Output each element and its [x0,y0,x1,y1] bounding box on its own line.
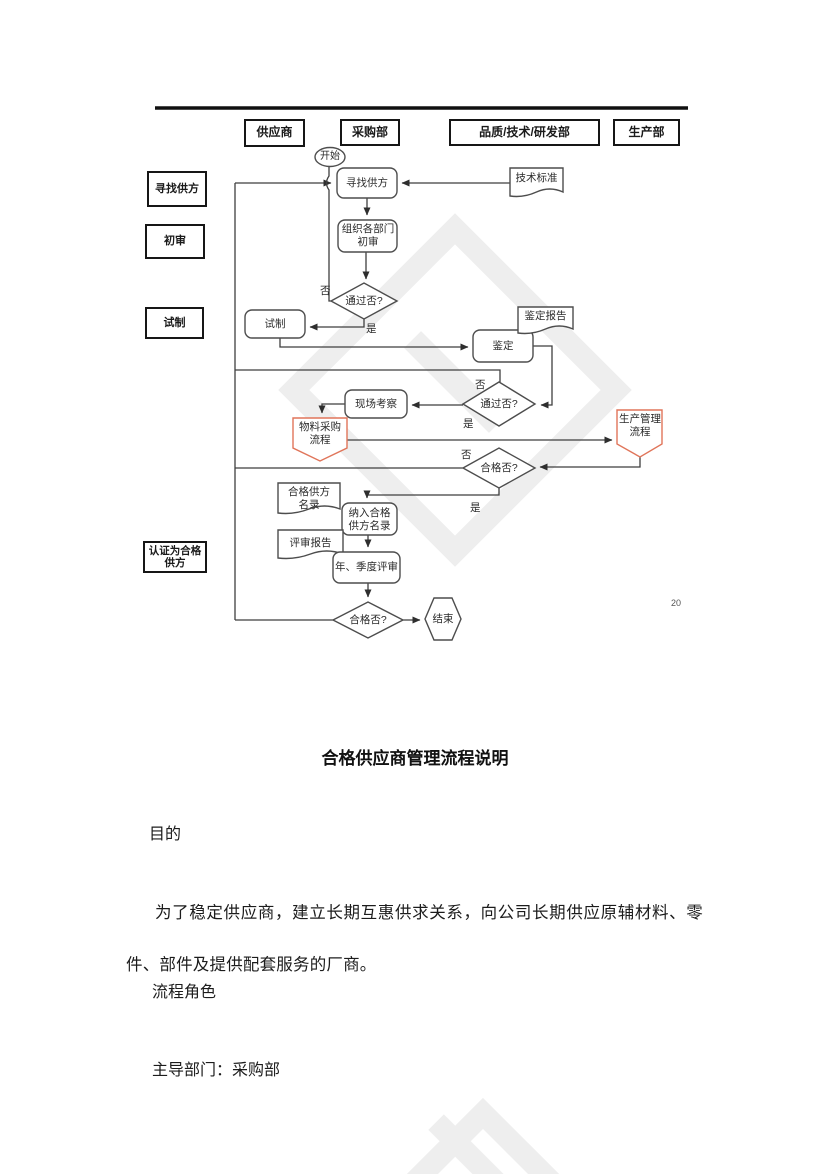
roles-heading: 流程角色 [152,984,217,1001]
branch-no-q1: 否 [320,285,331,297]
edge-q3-yes-to-list [363,487,500,499]
branch-yes-q3: 是 [470,502,481,514]
annual-review-box [332,551,401,584]
stage-certified-label: 认证为合格供方 [148,544,202,569]
lane-header-purchasing-label: 采购部 [351,124,388,139]
node-add-to-list-label: 纳入合格供方名录 [348,507,391,532]
branch-yes-q2: 是 [463,418,474,430]
node-review-report-label: 评审报告 [289,536,332,549]
flowchart-canvas [155,106,688,641]
edge-production-to-q3 [539,456,641,471]
stage-trial: 试制 [145,307,204,339]
edge-no1-return [325,166,331,302]
tech-standard-doc [509,167,564,198]
edge-appraisal-to-q2 [533,345,553,409]
node-start-label: 开始 [320,151,340,162]
node-shapes [244,146,663,641]
flowchart: 供应商 采购部 品质/技术/研发部 生产部 寻找供方 初审 试制 认证为合格供方… [143,106,688,641]
trial-box [244,309,306,339]
purpose-heading: 目的 [149,826,182,843]
edge-q2-no-return [235,369,501,382]
node-tech-standard-label: 技术标准 [515,171,558,184]
node-org-review-label: 组织各部门初审 [341,223,395,248]
node-find-supplier-label: 寻找供方 [346,176,388,189]
qualified-q2-diamond [331,601,405,639]
start-ellipse [314,146,346,168]
appraisal-box [472,329,534,363]
node-trial-label: 试制 [264,317,286,330]
qualified-q1-diamond [461,447,537,489]
stage-initial-review-label: 初审 [164,235,186,248]
node-material-purchase-label: 物料采购流程 [299,421,341,446]
edge-inspection-to-material [318,403,345,414]
material-purchase-pentagon [292,417,348,462]
stage-certified: 认证为合格供方 [143,541,207,573]
qualified-list-doc [277,482,341,515]
lane-header-purchasing: 采购部 [340,119,400,146]
node-appraisal-report-label: 鉴定报告 [524,309,567,322]
node-appraisal-label: 鉴定 [492,339,514,352]
branch-no-q3: 否 [461,449,472,461]
find-supplier-box [336,167,398,199]
lane-header-supplier: 供应商 [244,119,305,147]
lane-header-supplier-label: 供应商 [256,125,293,140]
document-title: 合格供应商管理流程说明 [321,749,509,768]
add-to-list-box [341,502,398,536]
appraisal-report-doc [517,306,574,335]
stage-find-supplier: 寻找供方 [147,171,207,207]
lane-header-production-label: 生产部 [628,124,665,139]
site-inspection-box [344,389,408,419]
node-pass-q1-label: 通过否? [345,294,383,307]
stage-initial-review: 初审 [145,224,205,259]
lane-header-quality: 品质/技术/研发部 [449,119,600,146]
node-qualified-list-label: 合格供方名录 [288,486,330,511]
branch-yes-q1: 是 [366,323,377,335]
edge-trial-to-appraisal [279,338,469,351]
pass-q1-diamond [329,282,399,320]
node-end-label: 结束 [432,612,454,625]
node-annual-review-label: 年、季度评审 [335,561,398,574]
edge-q1-yes-to-trial [309,319,365,331]
node-pass-q2-label: 通过否? [480,397,518,410]
node-qualified-q2-label: 合格否? [349,613,387,626]
branch-no-q2: 否 [475,379,486,391]
stage-find-supplier-label: 寻找供方 [155,182,199,195]
stage-trial-label: 试制 [163,316,186,329]
pass-q2-diamond [461,381,537,427]
lane-header-production: 生产部 [613,119,680,146]
roles-body: 主导部门：采购部 [152,1062,281,1079]
lane-header-quality-label: 品质/技术/研发部 [479,124,570,139]
production-mgmt-pentagon [616,409,663,458]
page-number: 20 [671,598,682,608]
connector-lines [234,166,641,624]
purpose-paragraph: 为了稳定供应商，建立长期互惠供求关系，向公司长期供应原辅材料、零件、部件及提供配… [126,904,703,974]
org-review-box [337,219,398,253]
node-qualified-q1-label: 合格否? [480,461,518,474]
node-production-mgmt-label: 生产管理流程 [619,413,661,438]
end-hexagon [424,597,462,641]
node-site-inspection-label: 现场考察 [355,397,397,410]
